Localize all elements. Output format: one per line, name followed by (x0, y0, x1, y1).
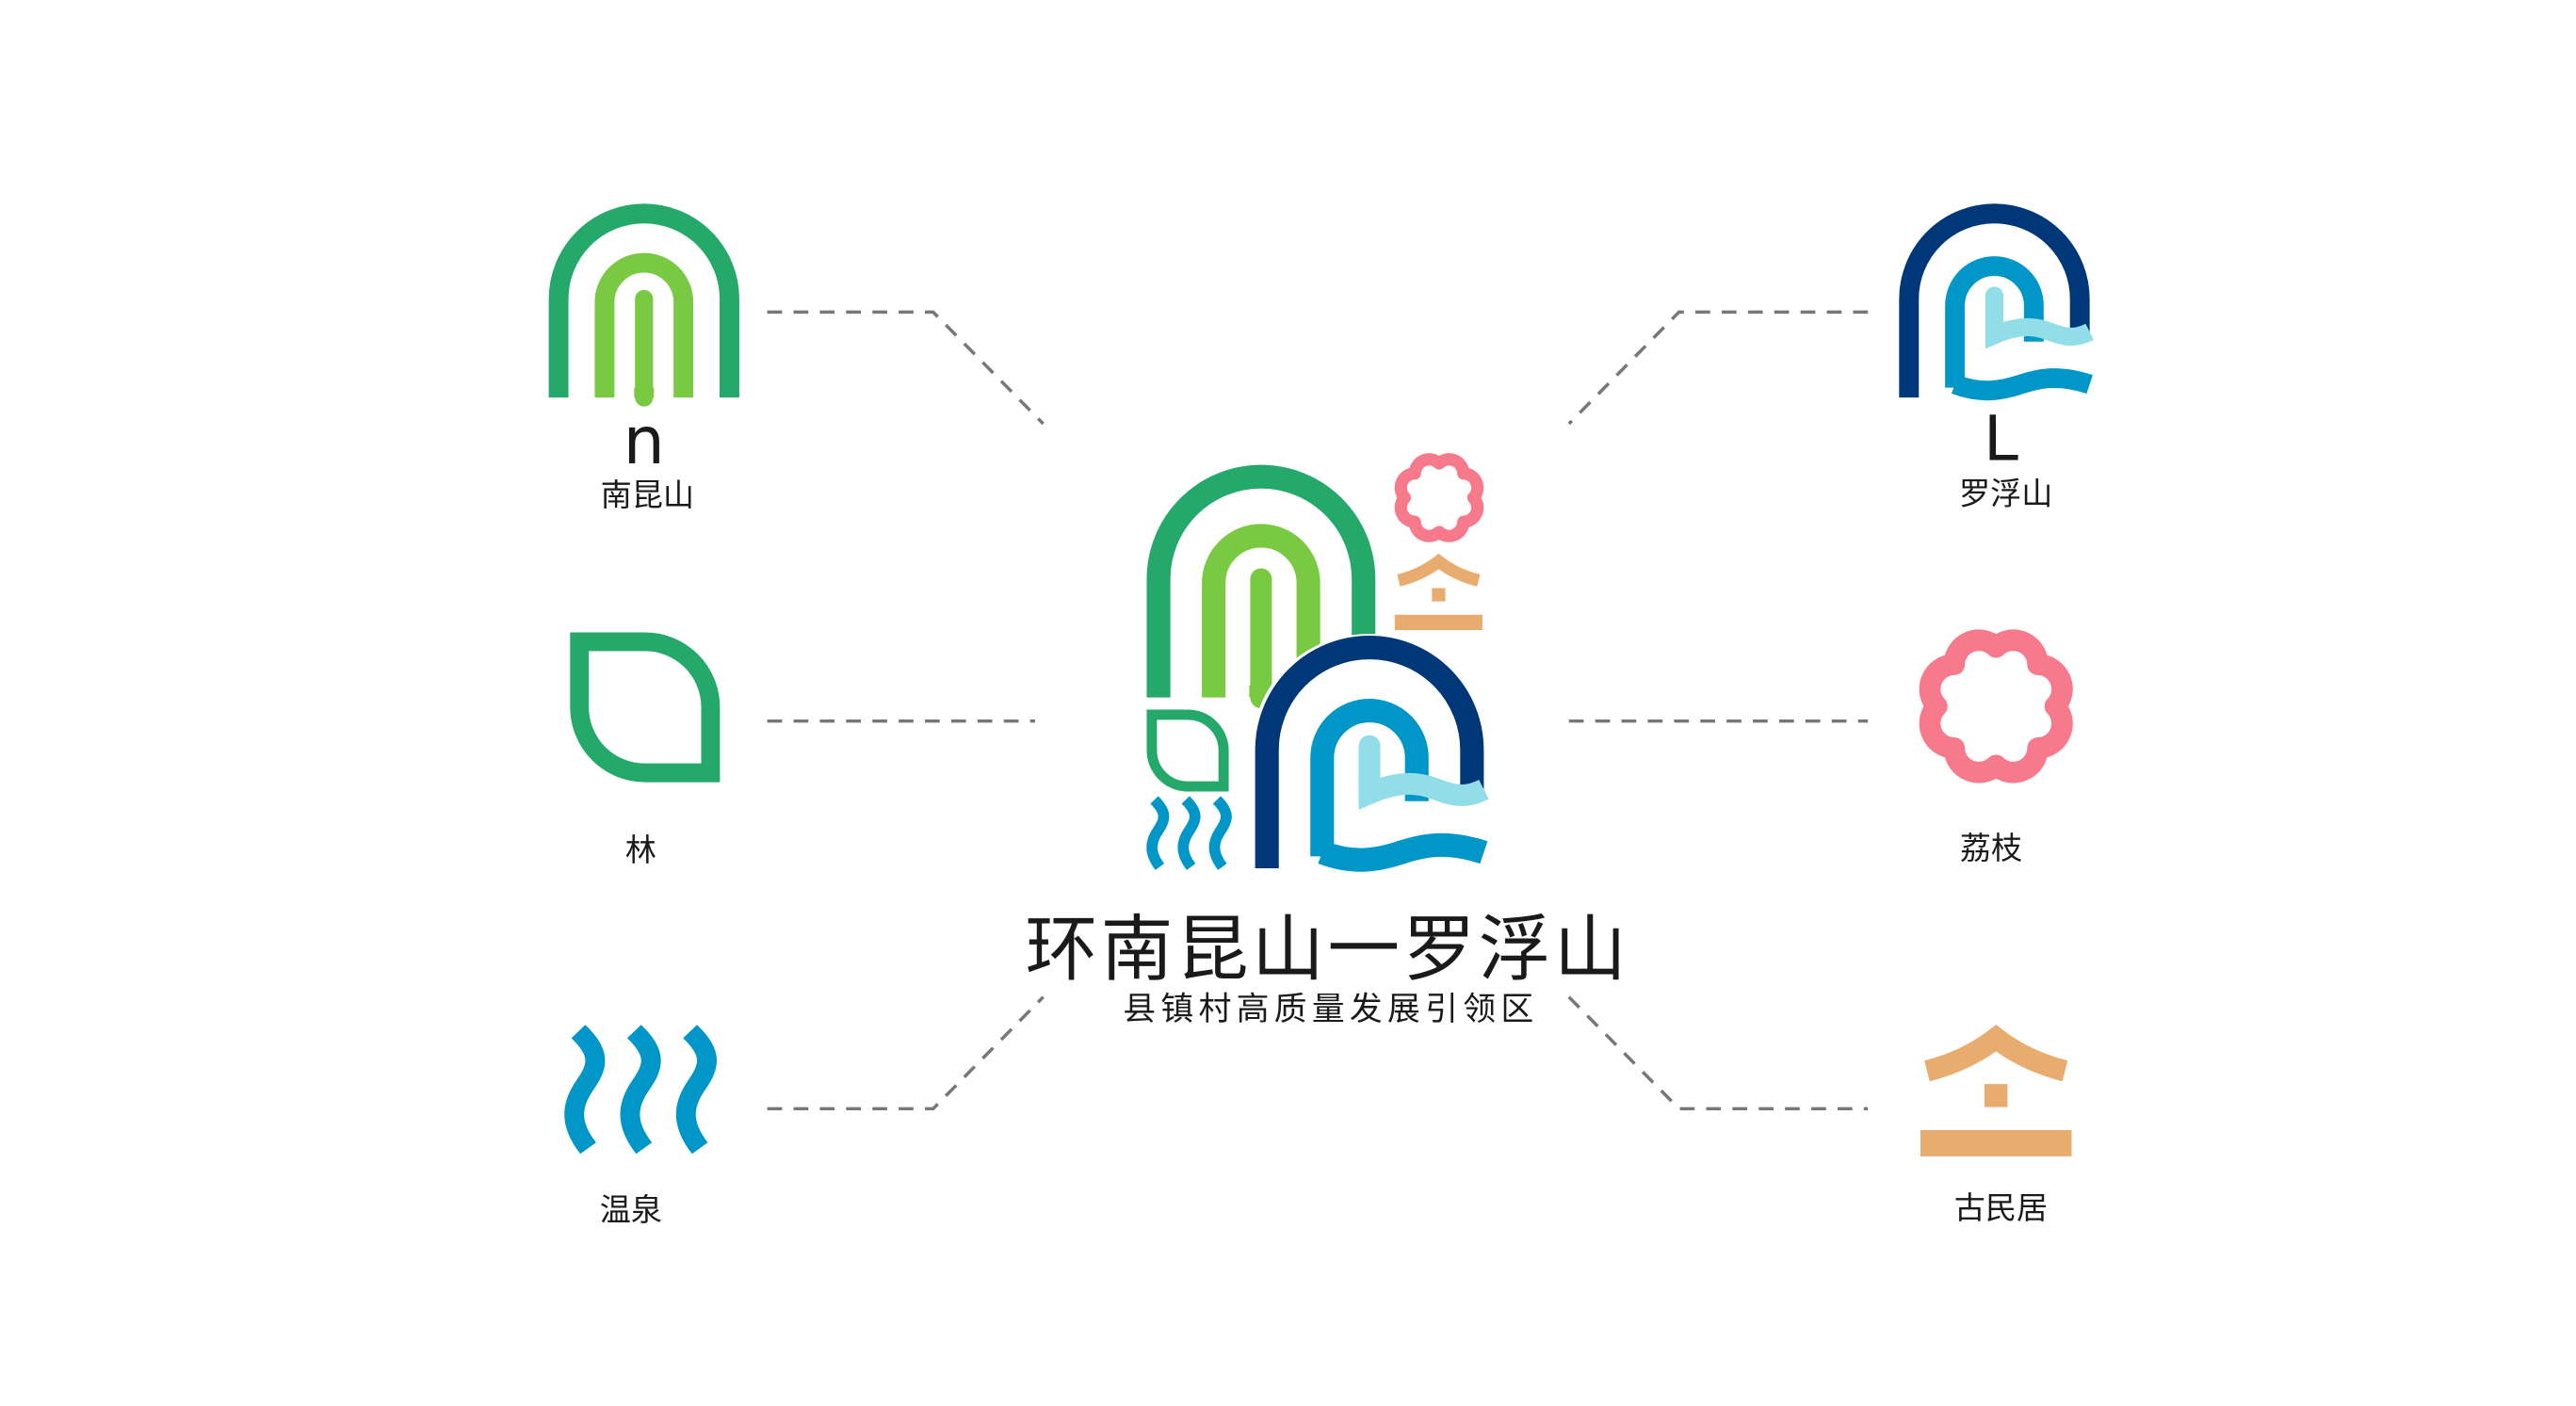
lychee-flower-icon (1930, 640, 2062, 772)
connector-nankunshan (767, 310, 1045, 426)
logo-subtitle: 县镇村高质量发展引领区 (1123, 991, 1538, 1028)
logo-flower-icon (1401, 460, 1477, 536)
nankunshan-mountain-icon (559, 214, 729, 397)
nankunshan-letter: n (624, 403, 665, 479)
logo-title: 环南昆山一罗浮山 (1025, 908, 1629, 992)
luofushan-mountain-water-icon (1909, 214, 2090, 397)
old-dwelling-label: 古民居 (1954, 1189, 2048, 1226)
logo-leaf-icon (1152, 715, 1223, 786)
old-dwelling-house-icon (1920, 1038, 2071, 1156)
forest-leaf-icon (579, 641, 710, 772)
hotspring-waves-icon (575, 1031, 707, 1148)
logo-waves-icon (1152, 800, 1226, 866)
hotspring-label: 温泉 (600, 1191, 662, 1228)
forest-label: 林 (625, 832, 656, 868)
nankunshan-label: 南昆山 (601, 477, 694, 513)
luofushan-letter: L (1984, 401, 2018, 475)
connector-luofushan (1567, 310, 1869, 426)
lychee-label: 荔枝 (1960, 830, 2022, 866)
luofushan-label: 罗浮山 (1959, 475, 2052, 511)
central-logo (1152, 460, 1495, 872)
connector-hotspring (767, 995, 1045, 1111)
connector-old-dwelling (1567, 995, 1869, 1111)
logo-house-icon (1395, 561, 1482, 630)
